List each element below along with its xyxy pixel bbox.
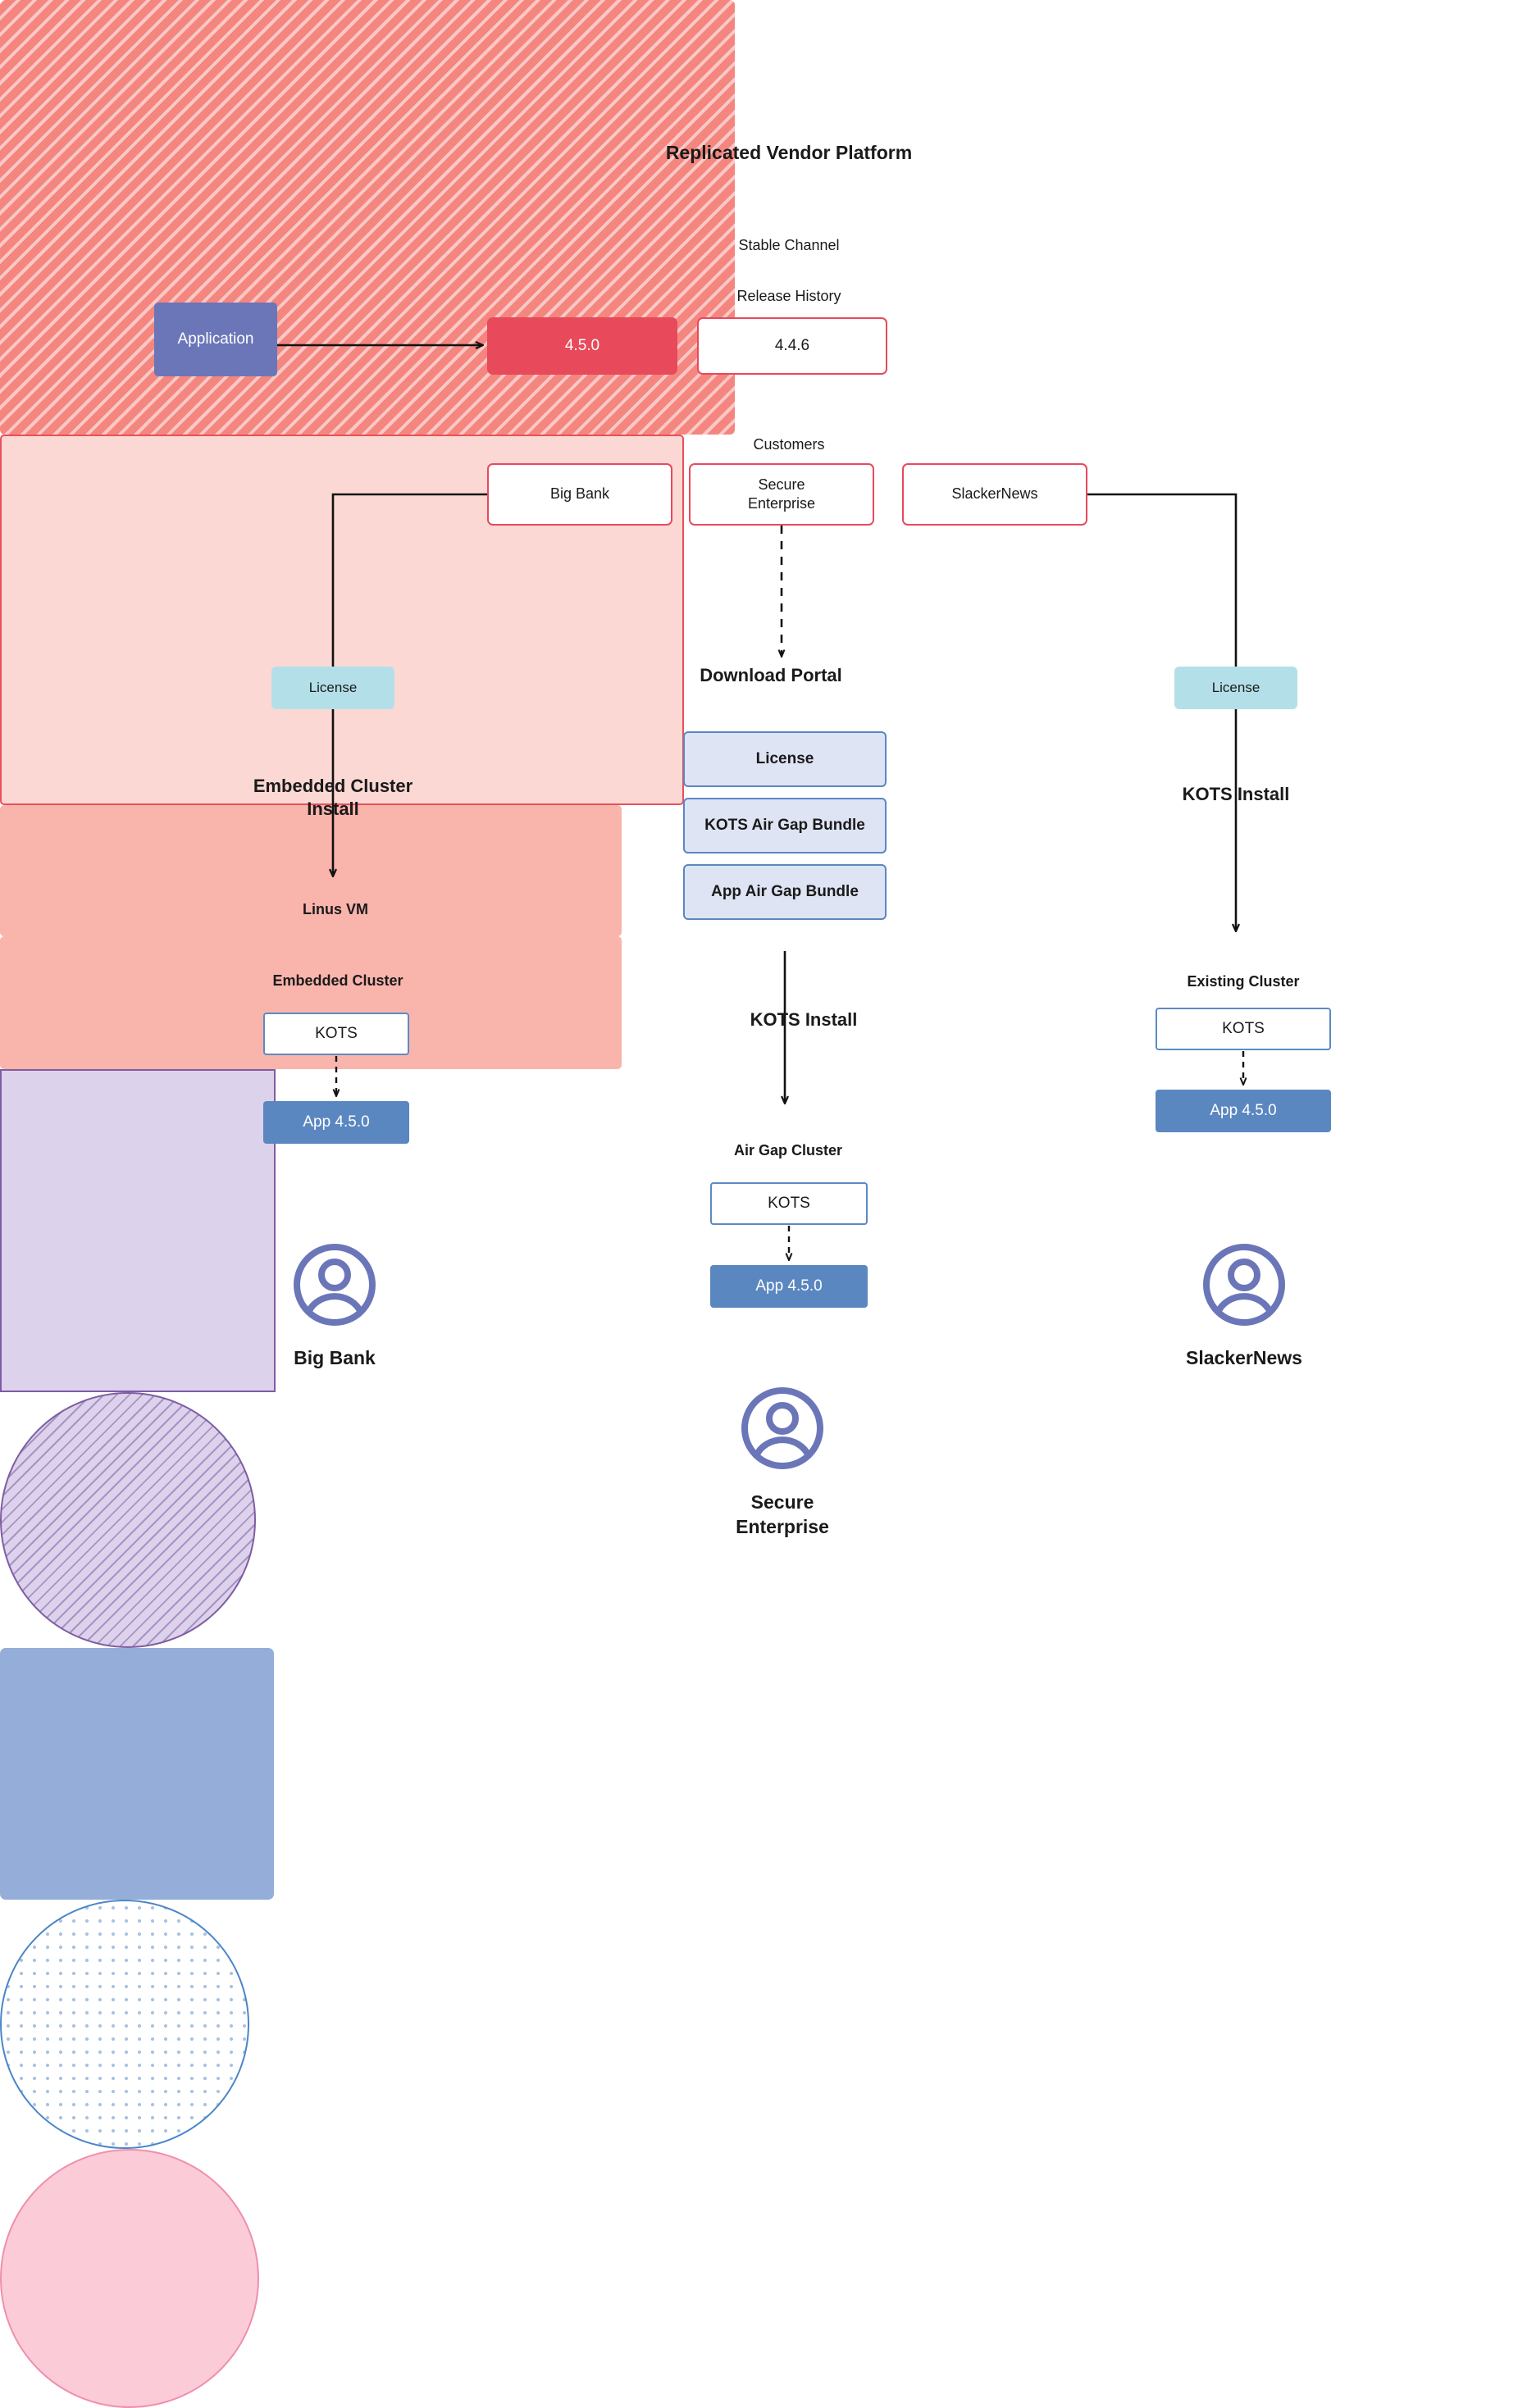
release-chip-previous[interactable]: 4.4.6: [697, 317, 887, 375]
existing-cluster-circle: [0, 2149, 259, 2408]
license-chip-left[interactable]: License: [271, 667, 394, 709]
stable-channel-label: Stable Channel: [738, 237, 840, 253]
license-chip-right[interactable]: License: [1174, 667, 1297, 709]
existing-cluster-label: Existing Cluster: [1187, 973, 1300, 990]
release-chip-current[interactable]: 4.5.0: [487, 317, 677, 375]
user-avatar-icon: [1203, 1244, 1285, 1326]
download-portal-box: [0, 1648, 274, 1900]
embedded-cluster-label: Embedded Cluster: [272, 972, 403, 989]
kots-chip-right[interactable]: KOTS: [1156, 1008, 1331, 1050]
customers-label: Customers: [753, 436, 825, 453]
portal-item-kots-air-gap-bundle[interactable]: KOTS Air Gap Bundle: [683, 798, 887, 853]
kots-chip-left[interactable]: KOTS: [263, 1013, 409, 1055]
embedded-cluster-install-label: Embedded Cluster Install: [253, 776, 413, 820]
air-gap-cluster-circle: [0, 1900, 249, 2149]
air-gap-cluster-label: Air Gap Cluster: [733, 1142, 843, 1158]
portal-item-app-air-gap-bundle[interactable]: App Air Gap Bundle: [683, 864, 887, 920]
kots-install-label-right: KOTS Install: [1182, 784, 1290, 804]
embedded-cluster-circle: [0, 1392, 256, 1648]
end-user-name-big-bank: Big Bank: [294, 1347, 376, 1368]
release-history-box: [0, 805, 622, 936]
app-chip-left[interactable]: App 4.5.0: [263, 1101, 409, 1144]
portal-item-license[interactable]: License: [683, 731, 887, 787]
diagram-canvas: Replicated Vendor Platform Stable Channe…: [0, 0, 1331, 2408]
customer-chip-big-bank[interactable]: Big Bank: [487, 463, 672, 526]
customer-chip-secure-enterprise[interactable]: Secure Enterprise: [689, 463, 874, 526]
download-portal-label: Download Portal: [700, 665, 842, 685]
user-avatar-icon: [294, 1244, 376, 1326]
linux-vm-box: [0, 1069, 276, 1392]
app-chip-right[interactable]: App 4.5.0: [1156, 1090, 1331, 1132]
user-avatar-icon: [741, 1387, 823, 1469]
end-user-name-slackernews: SlackerNews: [1186, 1347, 1302, 1368]
page-title: Replicated Vendor Platform: [665, 142, 913, 163]
application-box[interactable]: Application: [154, 303, 277, 376]
customer-chip-slackernews[interactable]: SlackerNews: [902, 463, 1087, 526]
end-user-name-secure-enterprise: Secure Enterprise: [736, 1491, 829, 1537]
app-chip-middle[interactable]: App 4.5.0: [710, 1265, 868, 1308]
release-history-label: Release History: [736, 288, 841, 304]
kots-chip-middle[interactable]: KOTS: [710, 1182, 868, 1225]
linux-vm-label: Linus VM: [303, 901, 368, 917]
kots-install-label-middle: KOTS Install: [750, 1009, 858, 1030]
